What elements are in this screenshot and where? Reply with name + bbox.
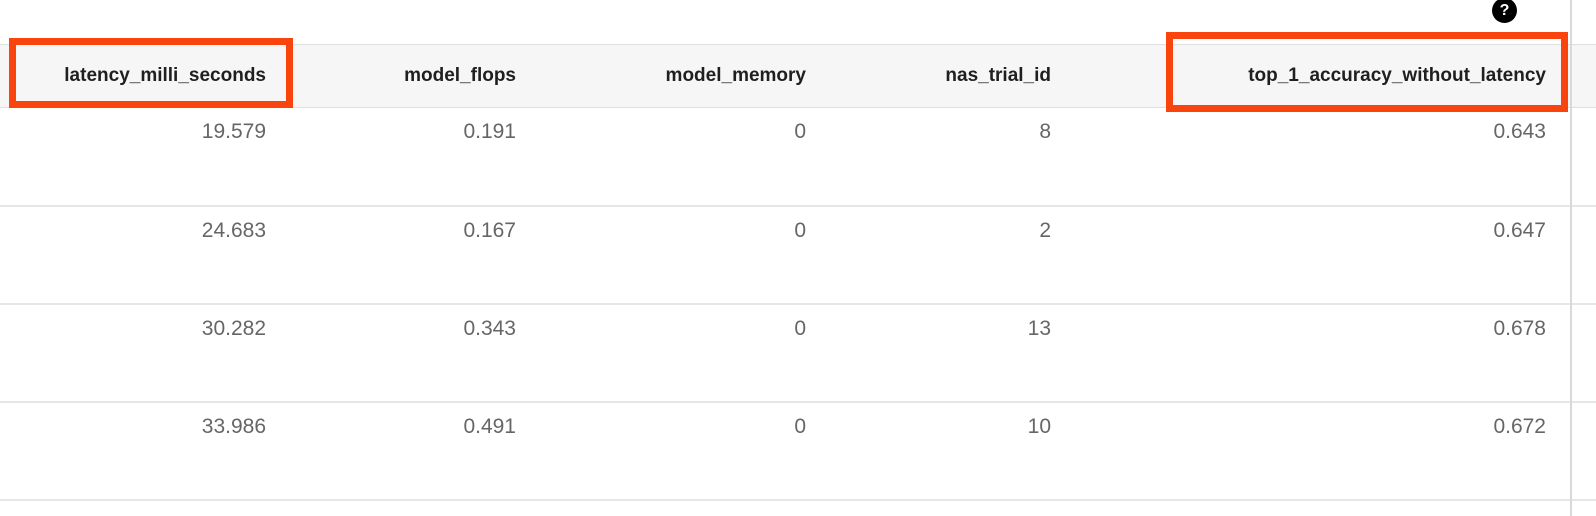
cell-top_1_accuracy_without_latency: 0.643 [1075,107,1570,207]
column-header-spacer [1570,44,1596,108]
cell-latency_milli_seconds: 24.683 [0,205,290,305]
cell-top_1_accuracy_without_latency: 0.672 [1075,401,1570,501]
help-icon[interactable]: ? [1492,0,1517,23]
cell-nas_trial_id: 10 [830,401,1075,501]
column-header-model_flops[interactable]: model_flops [290,44,540,108]
cell-model_flops: 0.167 [290,205,540,305]
cell-model_memory: 0 [540,401,830,501]
cell-top_1_accuracy_without_latency: 0.647 [1075,205,1570,305]
column-divider [1570,0,1572,516]
cell-model_flops: 0.343 [290,303,540,403]
cell-spacer [1570,205,1596,305]
cell-model_memory: 0 [540,205,830,305]
cell-latency_milli_seconds: 19.579 [0,107,290,207]
column-header-nas_trial_id[interactable]: nas_trial_id [830,44,1075,108]
cell-top_1_accuracy_without_latency: 0.678 [1075,303,1570,403]
cell-nas_trial_id: 2 [830,205,1075,305]
cell-model_flops: 0.491 [290,401,540,501]
cell-spacer [1570,401,1596,501]
column-header-model_memory[interactable]: model_memory [540,44,830,108]
cell-model_flops: 0.191 [290,107,540,207]
cell-spacer [1570,107,1596,207]
cell-model_memory: 0 [540,107,830,207]
column-header-latency_milli_seconds[interactable]: latency_milli_seconds [0,44,290,108]
cell-model_memory: 0 [540,303,830,403]
cell-nas_trial_id: 13 [830,303,1075,403]
cell-latency_milli_seconds: 30.282 [0,303,290,403]
cell-nas_trial_id: 8 [830,107,1075,207]
cell-spacer [1570,303,1596,403]
cell-latency_milli_seconds: 33.986 [0,401,290,501]
column-header-top_1_accuracy_without_latency[interactable]: top_1_accuracy_without_latency [1075,44,1570,108]
